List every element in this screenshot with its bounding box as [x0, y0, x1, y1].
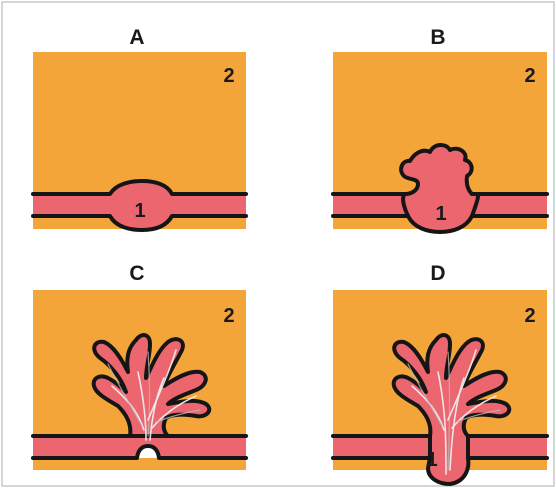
panel-c: C 2 — [33, 262, 246, 470]
panel-b-label-tissue: 2 — [524, 65, 535, 87]
panel-a-label-vessel: 1 — [134, 200, 145, 222]
panel-b-letter: B — [430, 26, 445, 49]
panel-a: A 2 1 — [33, 26, 246, 230]
panel-a-label-tissue: 2 — [223, 65, 234, 87]
panel-a-letter: A — [129, 26, 144, 49]
panel-d-letter: D — [430, 262, 445, 285]
panel-d-label-vessel: 1 — [426, 449, 437, 471]
panel-d-label-tissue: 2 — [524, 305, 535, 327]
panel-c-label-tissue: 2 — [223, 305, 234, 327]
panel-c-letter: C — [129, 262, 144, 285]
panel-d: D 2 1 — [333, 262, 547, 484]
panel-b: B 2 1 — [333, 26, 547, 232]
panel-b-label-vessel: 1 — [435, 203, 446, 225]
